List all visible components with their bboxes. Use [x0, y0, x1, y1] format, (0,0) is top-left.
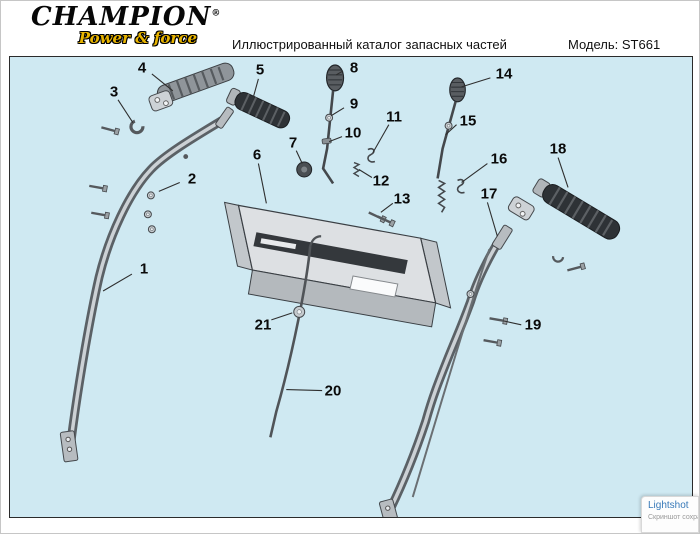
left-grip-upper-bracket: [148, 90, 174, 112]
callout-leader-8: [335, 70, 344, 76]
hardware-part2: [87, 154, 189, 234]
callout-number-15: 15: [459, 112, 477, 130]
callout-leader-13: [380, 202, 394, 213]
callout-number-4: 4: [137, 59, 147, 77]
callout-leader-16: [461, 163, 488, 183]
callout-number-10: 10: [344, 124, 362, 142]
left-handlebar-tube: [59, 106, 234, 463]
callout-number-16: 16: [490, 150, 508, 168]
lightshot-overlay[interactable]: Lightshot Скриншот сохра: [641, 496, 699, 533]
callout-number-1: 1: [139, 260, 149, 278]
speed-rod-hook: [309, 235, 322, 247]
callout-number-6: 6: [252, 146, 262, 164]
callout-leader-20: [286, 389, 323, 392]
callout-number-14: 14: [495, 65, 513, 83]
right-grip: [532, 178, 621, 240]
callout-leader-15: [445, 124, 457, 136]
spring-part12: [352, 161, 361, 178]
callout-number-17: 17: [480, 185, 498, 203]
callout-number-7: 7: [288, 134, 298, 152]
callout-number-3: 3: [109, 83, 119, 101]
callout-number-12: 12: [372, 172, 390, 190]
header: CHAMPION® Power & force Иллюстрированный…: [1, 1, 699, 56]
callout-leader-5: [252, 78, 259, 97]
knob-part7: [296, 161, 313, 178]
chute-lever-assembly: [436, 77, 466, 213]
callout-number-8: 8: [349, 59, 359, 77]
callout-number-13: 13: [393, 190, 411, 208]
callout-number-21: 21: [254, 316, 272, 334]
callout-number-2: 2: [187, 170, 197, 188]
control-cable: [411, 248, 491, 498]
lightshot-app-name: Lightshot: [648, 500, 689, 511]
callout-number-19: 19: [524, 316, 542, 334]
callout-number-9: 9: [349, 95, 359, 113]
exploded-parts-drawing: [59, 62, 621, 517]
page-title: Иллюстрированный каталог запасных частей: [232, 37, 507, 52]
callout-leader-4: [151, 73, 174, 92]
logo-brand-text: CHAMPION®: [31, 3, 220, 31]
callout-leader-17: [486, 202, 498, 237]
model-label: Модель: ST661: [568, 37, 661, 52]
callout-number-5: 5: [255, 61, 265, 79]
callout-number-11: 11: [386, 108, 402, 126]
callout-leader-10: [328, 136, 343, 143]
logo-registered-mark: ®: [211, 8, 221, 19]
control-panel: [223, 201, 452, 328]
callout-leader-21: [271, 312, 293, 321]
right-grip-bracket: [507, 196, 535, 221]
callout-leader-11: [372, 124, 390, 153]
callout-leader-1: [102, 273, 133, 292]
callout-leader-12: [358, 169, 373, 178]
speed-rod: [269, 246, 312, 438]
callout-leader-19: [503, 320, 522, 326]
left-grip-black: [226, 87, 291, 129]
callout-leader-14: [461, 77, 491, 88]
callout-leader-9: [330, 107, 345, 117]
logo-tagline: Power & force: [78, 29, 197, 48]
callout-leader-lines: [102, 70, 569, 392]
clamp-part3: [99, 119, 145, 137]
champion-logo: CHAMPION® Power & force: [31, 3, 220, 48]
callout-number-18: 18: [549, 140, 567, 158]
callout-leader-3: [117, 99, 134, 124]
callout-leader-2: [158, 181, 180, 192]
callout-leader-6: [257, 163, 267, 204]
right-grip-hardware: [552, 256, 587, 275]
ring-part21: [293, 305, 306, 318]
right-handlebar-tube: [378, 224, 513, 517]
callout-leader-18: [557, 157, 569, 188]
callout-number-20: 20: [324, 382, 342, 400]
logo-brand-word: CHAMPION: [31, 2, 212, 32]
callout-leader-7: [295, 150, 303, 164]
lightshot-status: Скриншот сохра: [648, 514, 699, 521]
